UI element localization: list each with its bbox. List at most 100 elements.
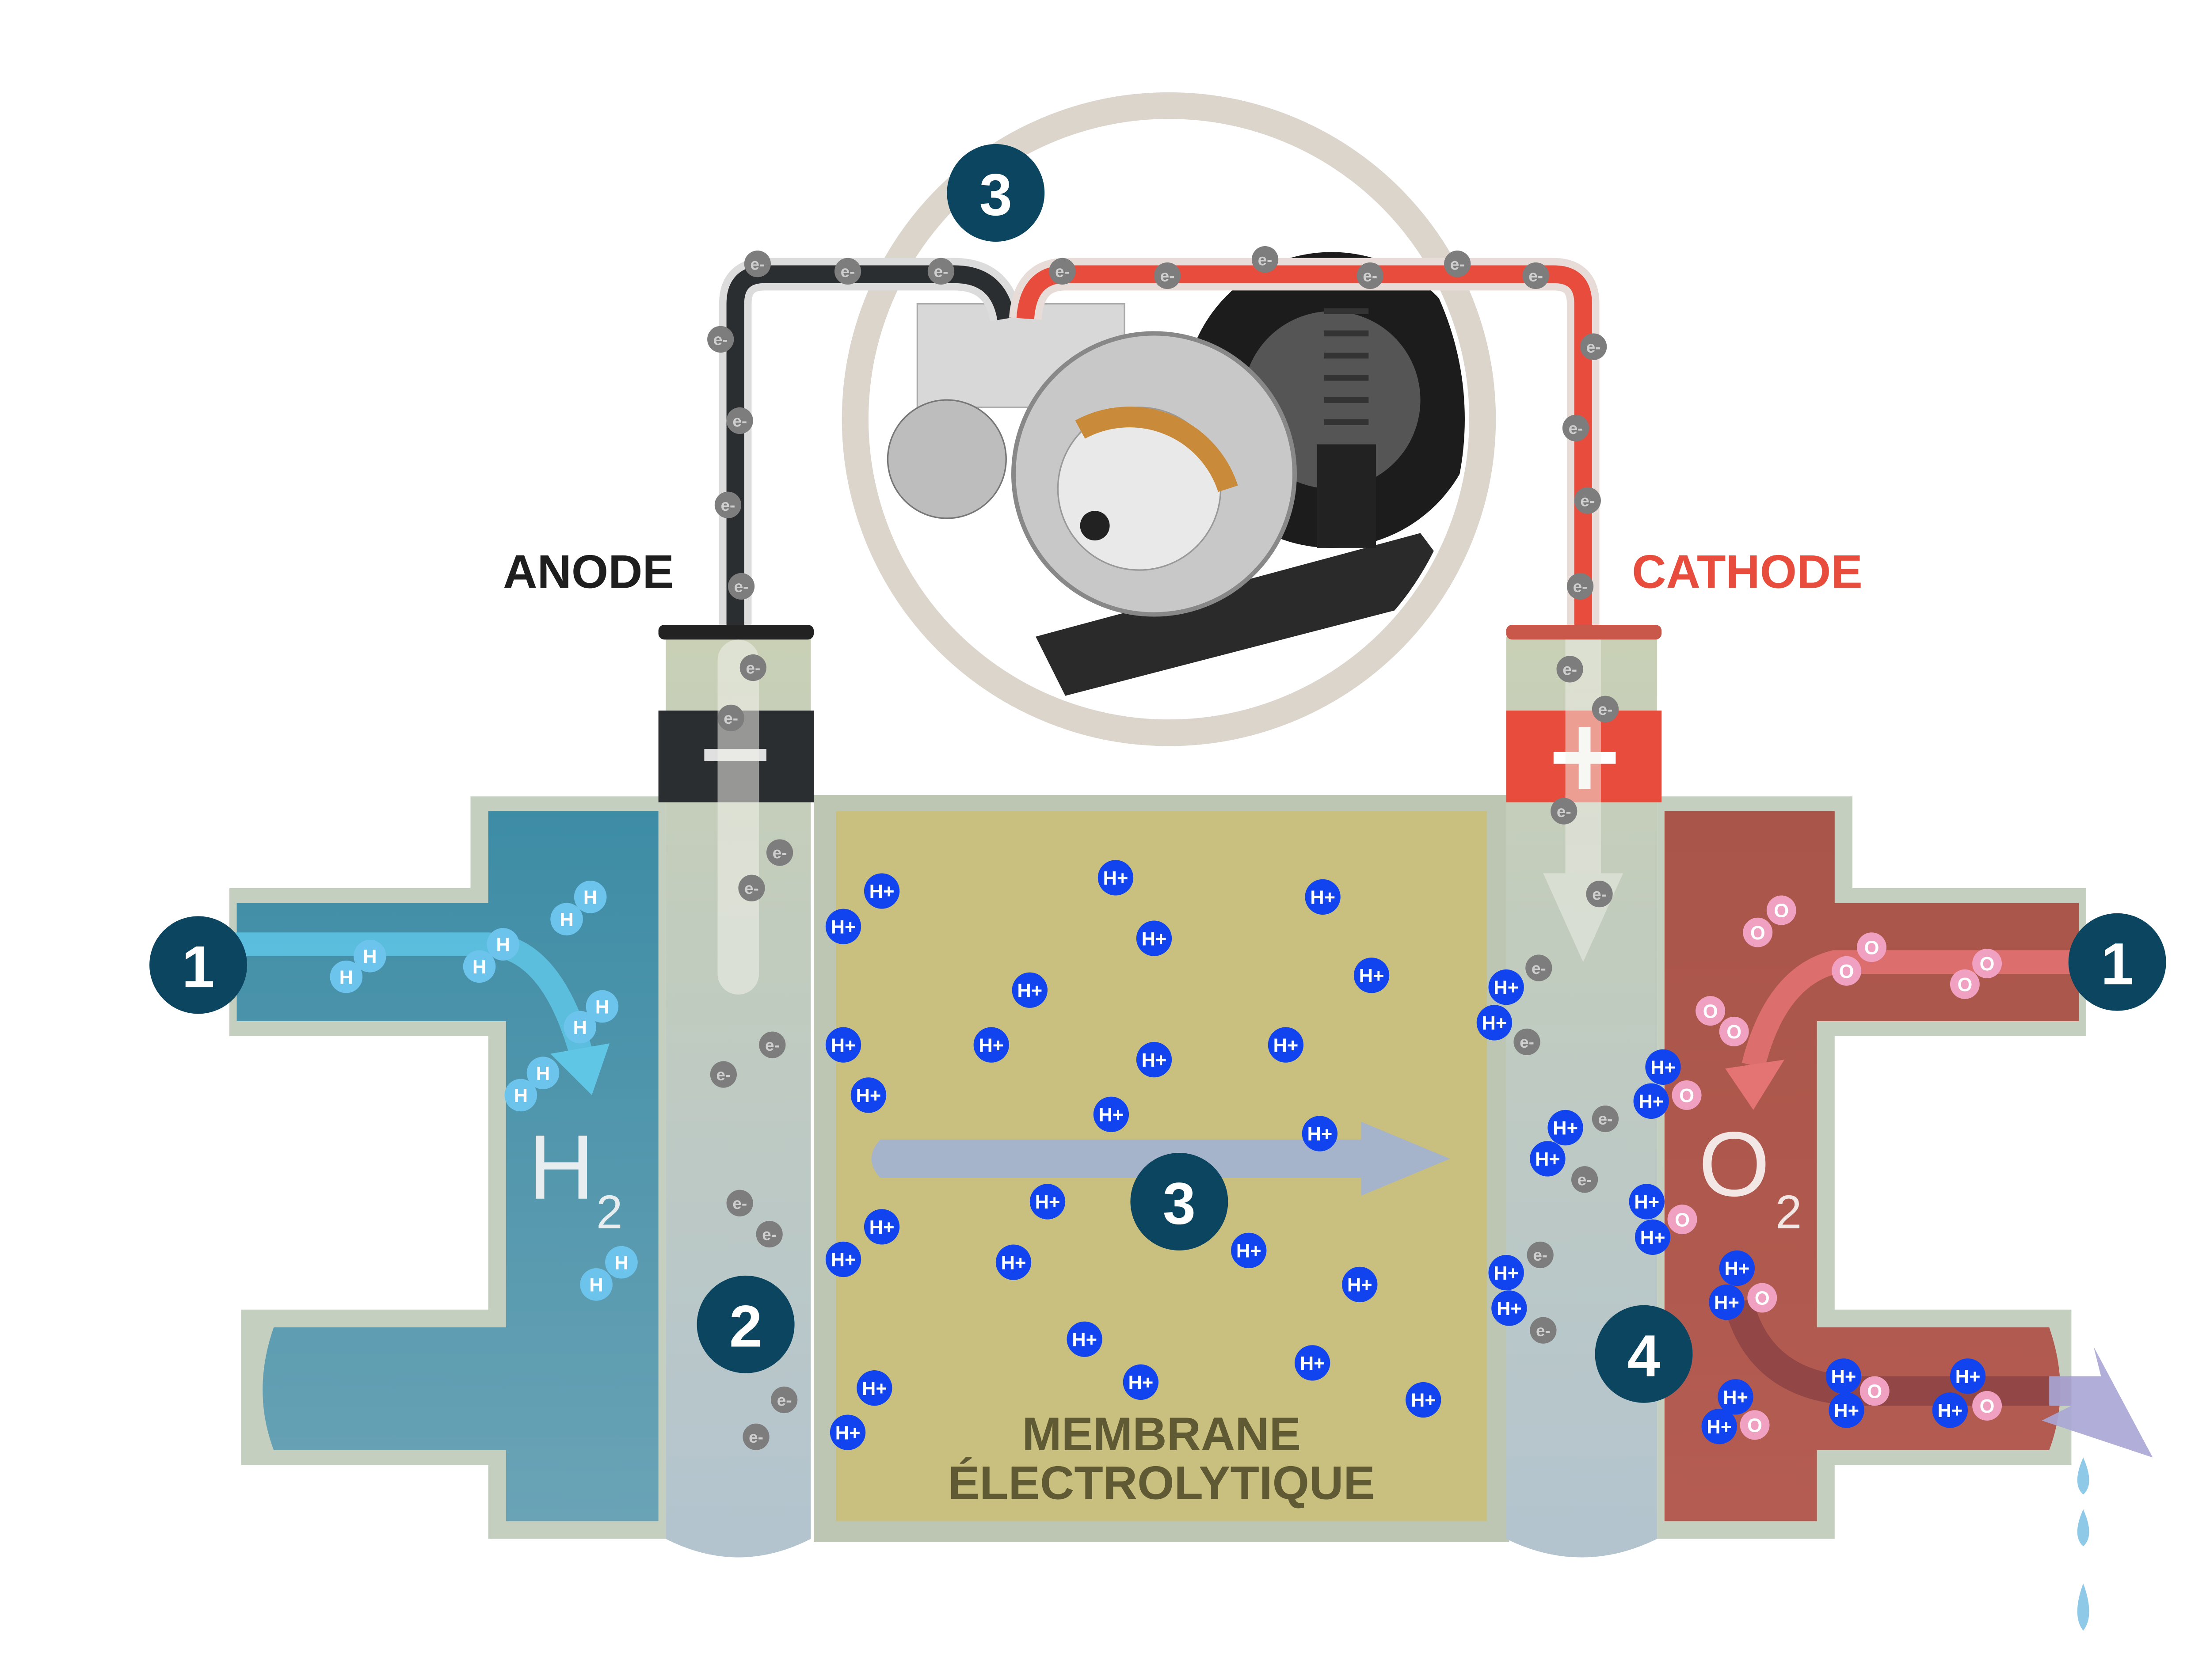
proton: H+ [1476, 1005, 1513, 1041]
hydrogen-atom-shape [330, 960, 363, 993]
electron-label: e- [744, 879, 759, 897]
proton-shape [1825, 1358, 1862, 1394]
proton: H+ [973, 1027, 1009, 1063]
electron: e- [728, 573, 755, 600]
proton-shape [1645, 1049, 1681, 1085]
electron-shape [714, 491, 742, 518]
proton-shape [973, 1027, 1009, 1063]
h2-subscript: 2 [596, 1186, 623, 1239]
proton: H+ [1701, 1409, 1737, 1444]
proton-label: H+ [1411, 1390, 1436, 1411]
electron-shape [1049, 258, 1076, 285]
proton-shape [825, 1241, 861, 1277]
oxygen-atom: O [1972, 1391, 2002, 1421]
proton-shape [857, 1370, 892, 1406]
proton: H+ [1305, 879, 1341, 915]
electron: e- [766, 839, 793, 866]
proton-shape [1530, 1141, 1566, 1177]
proton-label: H+ [1497, 1298, 1522, 1319]
proton: H+ [1629, 1184, 1665, 1220]
proton: H+ [1136, 920, 1172, 956]
electron-label: e- [713, 331, 728, 349]
proton: H+ [1645, 1049, 1681, 1085]
electron-shape [1154, 262, 1181, 289]
electron: e- [927, 258, 955, 285]
proton: H+ [1709, 1284, 1745, 1320]
proton: H+ [1067, 1321, 1102, 1357]
electric-motor-image [842, 92, 1496, 746]
proton-shape [1718, 1379, 1753, 1415]
oxygen-atom-shape [1667, 1205, 1697, 1235]
oxygen-atom-shape [1672, 1080, 1702, 1110]
electron-label: e- [762, 1225, 777, 1243]
oxygen-atom-shape [1696, 996, 1726, 1026]
proton-shape [1709, 1284, 1745, 1320]
electron-shape [1571, 1166, 1598, 1193]
proton-label: H+ [831, 1035, 856, 1056]
oxygen-atom-label: O [1980, 1396, 1995, 1417]
proton-shape [1295, 1345, 1330, 1381]
hydrogen-atom: H [586, 990, 619, 1023]
oxygen-atom: O [1719, 1017, 1749, 1046]
electron-label: e- [1055, 262, 1070, 281]
proton-shape [1488, 969, 1524, 1005]
oxygen-atom-shape [1832, 956, 1862, 986]
proton-label: H+ [869, 881, 895, 902]
proton: H+ [1012, 972, 1048, 1008]
proton: H+ [1488, 1254, 1524, 1291]
electron: e- [759, 1031, 786, 1058]
electron-label: e- [751, 255, 765, 273]
oxygen-atom-label: O [1839, 961, 1854, 982]
electron-label: e- [1532, 959, 1546, 977]
electron: e- [1154, 262, 1181, 289]
electron: e- [756, 1220, 783, 1248]
electron-shape [1356, 262, 1383, 289]
electron: e- [710, 1061, 737, 1088]
proton-label: H+ [1310, 887, 1335, 908]
proton: H+ [850, 1077, 887, 1113]
proton: H+ [1932, 1392, 1968, 1428]
electron-shape [1592, 1105, 1619, 1133]
proton-label: H+ [1103, 868, 1128, 889]
proton: H+ [1123, 1364, 1159, 1400]
proton-label: H+ [1128, 1372, 1153, 1394]
hydrogen-atom-label: H [536, 1063, 550, 1084]
step-badge-2: 2 [697, 1275, 795, 1373]
oxygen-atom: O [1857, 932, 1886, 962]
proton: H+ [830, 1414, 866, 1450]
electron-shape [743, 1423, 770, 1450]
hydrogen-atom: H [574, 881, 607, 913]
electron-shape [1522, 262, 1549, 289]
electron-label: e- [1258, 251, 1273, 269]
hydrogen-atom: H [564, 1011, 597, 1044]
electron: e- [726, 1190, 753, 1216]
electron-label: e- [1160, 267, 1175, 285]
proton: H+ [1491, 1290, 1527, 1326]
proton: H+ [1097, 860, 1134, 896]
electron-label: e- [1598, 700, 1613, 718]
proton-label: H+ [1553, 1118, 1578, 1139]
proton-shape [830, 1414, 866, 1450]
electron-label: e- [749, 1428, 763, 1446]
electron-label: e- [1573, 578, 1588, 596]
electron: e- [1574, 487, 1601, 514]
electron-label: e- [1533, 1246, 1547, 1264]
proton-shape [1123, 1364, 1159, 1400]
electron: e- [834, 258, 861, 285]
electron-shape [1513, 1028, 1540, 1056]
electron-shape [1556, 656, 1583, 683]
proton: H+ [1633, 1083, 1669, 1119]
proton-shape [1633, 1083, 1669, 1119]
electron-shape [766, 839, 793, 866]
hydrogen-atom-label: H [595, 996, 609, 1018]
hydrogen-atom-label: H [496, 935, 510, 956]
hydrogen-atom: H [580, 1268, 613, 1301]
proton-shape [1629, 1184, 1665, 1220]
electron: e- [1522, 262, 1549, 289]
electron: e- [739, 654, 766, 681]
proton-label: H+ [1831, 1366, 1856, 1387]
step-number: 2 [729, 1293, 762, 1359]
electron: e- [1586, 881, 1613, 908]
oxygen-atom: O [1696, 996, 1726, 1026]
oxygen-atom-label: O [1750, 923, 1765, 944]
